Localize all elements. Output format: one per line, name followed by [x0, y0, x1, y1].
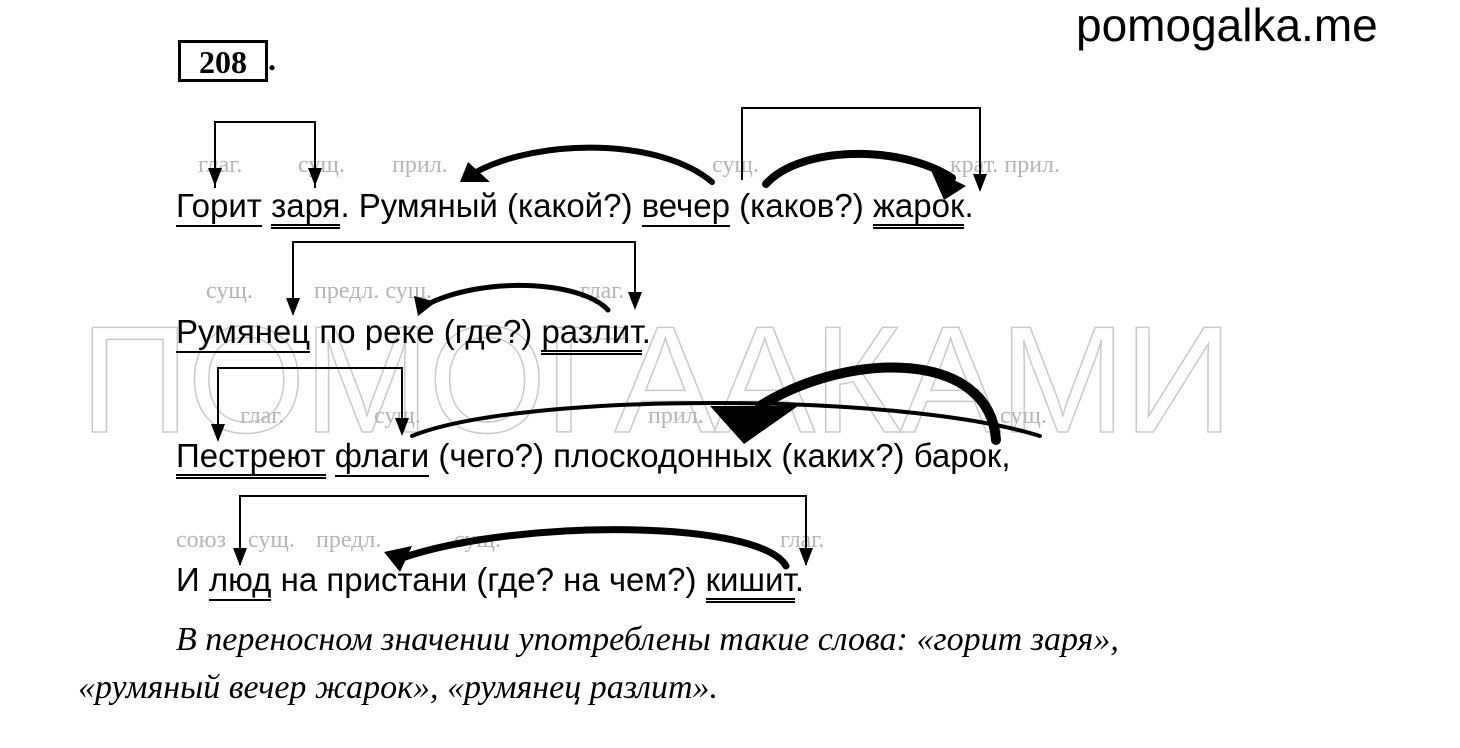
arrowhead: [710, 406, 798, 444]
word-lyud: люд: [208, 561, 272, 601]
arrowhead: [308, 168, 322, 186]
arrowhead: [286, 298, 300, 316]
exercise-number: 208: [178, 40, 268, 82]
text-fragment: .: [794, 561, 805, 598]
conclusion-line-1: В переносном значении употреблены такие …: [176, 621, 1119, 658]
word-kishit: кишит: [705, 561, 795, 603]
word-rumyanets: Румянец: [176, 313, 311, 353]
arrowhead: [930, 168, 966, 200]
arc-vecher-rumyany: [473, 144, 715, 185]
arc-barok-ploskodonnyh: [755, 362, 1001, 445]
sentence-3: Пестреют флаги (чего?) плоскодонных (как…: [176, 436, 1011, 479]
text-fragment: .: [641, 313, 651, 350]
arc-razlit-reke: [421, 282, 611, 313]
watermark: ПОМОГААКАМИ: [79, 295, 1234, 465]
text-fragment: . Румяный (какой?): [340, 187, 633, 224]
tag-predl-sushch: предл. сущ.: [314, 278, 433, 304]
tag-pril: прил.: [648, 403, 704, 429]
tag-sushch: сущ.: [712, 152, 759, 178]
text-fragment: по реке (где?): [319, 313, 533, 350]
arrowhead: [628, 292, 642, 310]
sentence-1: Горит заря. Румяный (какой?) вечер (како…: [176, 186, 974, 229]
text-fragment: (каков?): [739, 187, 864, 224]
tag-sushch: сущ.: [248, 527, 295, 553]
conclusion-line-2: «румяный вечер жарок», «румянец разлит».: [78, 669, 719, 706]
word-gorit: Горит: [176, 187, 262, 227]
bracket-vecher-zharok: [741, 107, 981, 190]
arrowhead: [395, 418, 409, 436]
tag-soyuz: союз: [176, 527, 227, 553]
arrowhead: [233, 548, 247, 566]
exercise-number-dot: .: [268, 41, 276, 77]
tag-predl: предл.: [316, 527, 382, 553]
sentence-4: И люд на пристани (где? на чем?) кишит.: [176, 560, 805, 603]
word-flagi: флаги: [334, 437, 430, 477]
arrowhead: [460, 162, 490, 182]
arrowhead: [211, 424, 225, 442]
word-vecher: вечер: [641, 187, 730, 227]
bracket-gorit-zarya: [214, 121, 316, 188]
word-zarya: заря: [271, 187, 341, 229]
tag-sushch: сущ.: [206, 278, 253, 304]
tag-glag: глаг.: [198, 152, 243, 178]
bracket-pestreyut-flagi: [217, 367, 403, 440]
text-fragment: (чего?) плоскодонных (каких?) барок,: [438, 437, 1011, 474]
arrowhead: [973, 174, 987, 192]
tag-glag: глаг.: [580, 278, 625, 304]
arc-flagi-barok: [410, 401, 1042, 438]
word-i: И: [176, 561, 200, 598]
bracket-rumyanets-razlit: [292, 241, 636, 314]
arrowhead: [414, 296, 436, 316]
arrowhead: [208, 168, 222, 186]
text-fragment: .: [964, 187, 974, 224]
arc-vecher-zharok: [762, 149, 956, 188]
tag-pril: прил.: [392, 152, 448, 178]
tag-sushch: сущ.: [298, 152, 345, 178]
text-fragment: на пристани (где? на чем?): [280, 561, 697, 598]
arrowhead: [799, 548, 813, 566]
tag-sushch: сущ.: [1000, 403, 1047, 429]
tag-glag: глаг.: [240, 403, 285, 429]
tag-sushch: сущ.: [374, 403, 421, 429]
sentence-2: Румянец по реке (где?) разлит.: [176, 312, 651, 355]
bracket-lyud-kishit: [239, 495, 807, 565]
tag-krat-pril: крат. прил.: [950, 152, 1061, 178]
word-razlit: разлит: [541, 313, 642, 355]
arc-kishit-pristani: [398, 526, 790, 570]
arrowhead: [384, 546, 412, 572]
word-pestreyut: Пестреют: [176, 437, 326, 479]
site-logo-text: pomogalka.me: [1076, 0, 1378, 51]
